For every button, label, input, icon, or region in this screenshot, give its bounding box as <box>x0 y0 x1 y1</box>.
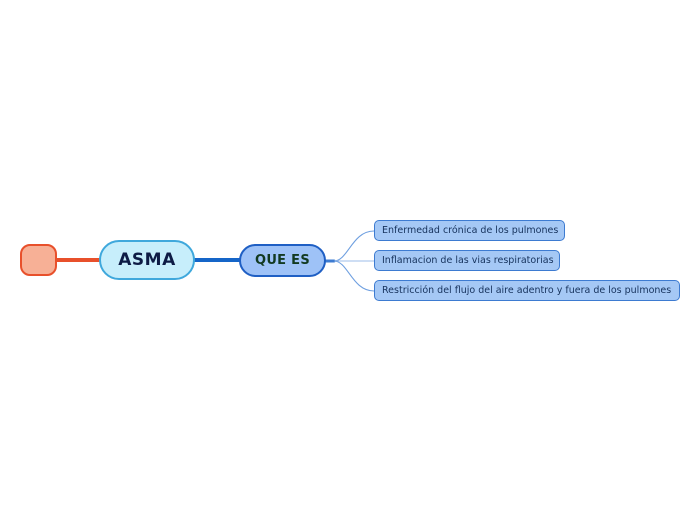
root-node[interactable] <box>20 244 57 276</box>
node-que-es[interactable]: QUE ES <box>239 244 326 277</box>
leaf-restriccion-flujo[interactable]: Restricción del flujo del aire adentro y… <box>374 280 680 301</box>
leaf-inflamacion-vias[interactable]: Inflamacion de las vias respiratorias <box>374 250 560 271</box>
connector-branch-3 <box>333 260 375 292</box>
leaf-enfermedad-cronica[interactable]: Enfermedad crónica de los pulmones <box>374 220 565 241</box>
connector-branch-1 <box>333 230 375 262</box>
node-asma[interactable]: ASMA <box>99 240 195 280</box>
